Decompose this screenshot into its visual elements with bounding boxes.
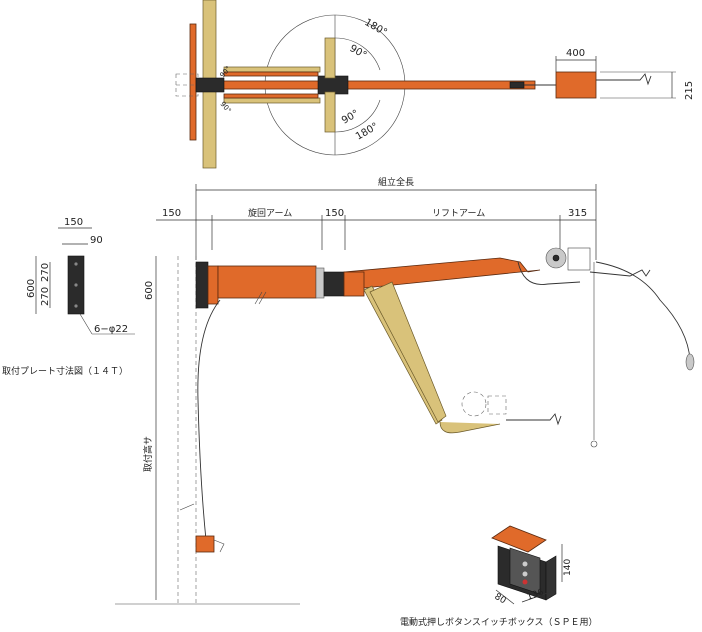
dim-600-label: 600 xyxy=(144,281,155,300)
side-mount-plate xyxy=(195,261,209,309)
dim-total-label: 組立全長 xyxy=(378,176,414,188)
side-hoist-frame xyxy=(567,247,591,271)
dim-swing-arm-label: 旋回アーム xyxy=(248,207,292,219)
plate-holes-label: 6−φ22 xyxy=(94,324,128,335)
switch-dim-80-label: 80 xyxy=(493,592,508,607)
top-view-arm-lower-orange xyxy=(223,93,319,99)
angle-180-bottom-label: 180° xyxy=(354,121,380,143)
side-cable-right xyxy=(595,261,691,361)
switch-dim-80-line xyxy=(495,589,515,605)
side-cable-plug xyxy=(685,353,695,371)
switch-button-stop xyxy=(522,579,528,585)
switch-dim-136-line xyxy=(521,589,557,603)
plate-hole-3 xyxy=(74,304,78,308)
top-view-mount-plate xyxy=(189,23,197,141)
plate-holes-leader xyxy=(79,313,93,335)
switch-box-caption: 電動式押しボタンスイッチボックス（ＳＰＥ用） xyxy=(400,616,598,628)
side-cable-zigzag xyxy=(589,269,651,277)
top-view-arm-vertical-lower xyxy=(324,91,336,133)
side-hoist-pulley-hub xyxy=(552,254,560,262)
side-swing-arm xyxy=(217,265,317,299)
switch-button-2 xyxy=(522,571,528,577)
angle-arc-bottom xyxy=(334,99,381,133)
switch-dim-140-label: 140 xyxy=(563,559,573,576)
hoist-hook xyxy=(590,440,598,448)
lift-arm-tip-hose xyxy=(517,261,581,285)
dim-150-left-label: 150 xyxy=(162,208,181,219)
top-view-cable-end xyxy=(596,73,652,86)
swing-arm-break-2 xyxy=(258,291,267,305)
dim-400-label: 400 xyxy=(566,48,585,59)
side-pendant-box xyxy=(195,535,215,553)
top-view-lift-arm xyxy=(204,80,536,90)
dim-315-label: 315 xyxy=(568,208,587,219)
plate-dim-270-top-label: 270 xyxy=(40,263,51,282)
dim-150-mid-label: 150 xyxy=(325,208,344,219)
switch-box-drawing: 140 136 80 電動式押しボタンスイッチボックス（ＳＰＥ用） xyxy=(400,525,598,628)
top-view-control-box xyxy=(555,71,597,99)
side-lift-arm-lowered-inner xyxy=(369,281,447,423)
side-pendant-bracket xyxy=(213,539,225,553)
top-view-arm-lower xyxy=(223,97,321,104)
top-view-arm-vertical-upper xyxy=(324,37,336,79)
angle-90-top-label: 90° xyxy=(348,43,369,61)
plate-dim-270-bottom-label: 270 xyxy=(40,287,51,306)
dim-lift-arm-label: リフトアーム xyxy=(432,208,485,219)
plate-caption: 取付プレート寸法図（１４Ｔ） xyxy=(2,365,128,377)
angle-90-bottom-label: 90° xyxy=(340,108,361,126)
side-view: 組立全長 150 旋回アーム 150 リフトアーム 315 600 取付高サ xyxy=(115,176,695,605)
top-view-arm-upper-orange xyxy=(223,71,319,77)
dim-215-label: 215 xyxy=(684,81,695,100)
switch-box-panel xyxy=(509,547,541,595)
side-lift-arm xyxy=(343,257,541,291)
side-lowered-cable xyxy=(506,413,562,426)
top-view-arm-upper xyxy=(223,66,321,73)
plate-hole-2 xyxy=(74,283,78,287)
pendant-cable-break xyxy=(179,503,195,511)
plate-dim-150-label: 150 xyxy=(64,217,83,228)
top-view-swing-joint xyxy=(317,75,349,95)
switch-box-top xyxy=(491,525,547,553)
side-lowered-frame xyxy=(487,395,507,415)
side-lift-arm-base xyxy=(343,271,365,297)
plate-dim-90-label: 90 xyxy=(90,235,103,246)
side-lowered-tip xyxy=(439,421,501,434)
plate-hole-1 xyxy=(74,262,78,266)
top-view: 400 215 180° 90° 90° 180° 90° 90° xyxy=(175,0,695,169)
top-view-base-joint xyxy=(195,77,225,93)
swing-arm-break-1 xyxy=(254,291,263,305)
side-swing-joint-a xyxy=(315,267,325,299)
angle-180-top-label: 180° xyxy=(363,17,389,39)
plate-dim-600-label: 600 xyxy=(26,279,37,298)
side-mount-bracket xyxy=(207,265,219,305)
mount-plate-drawing: 150 90 600 270 270 6−φ22 取付プレート寸法図（１４Ｔ） xyxy=(2,217,135,377)
side-lowered-pulley xyxy=(461,391,487,417)
switch-box-side xyxy=(545,555,557,601)
switch-button-1 xyxy=(522,561,528,567)
angle-arc-top xyxy=(334,37,381,71)
mount-height-label: 取付高サ xyxy=(142,436,154,472)
top-view-arm-tip xyxy=(509,81,525,89)
pendant-cable xyxy=(197,299,221,541)
side-swing-joint-b xyxy=(323,271,345,297)
